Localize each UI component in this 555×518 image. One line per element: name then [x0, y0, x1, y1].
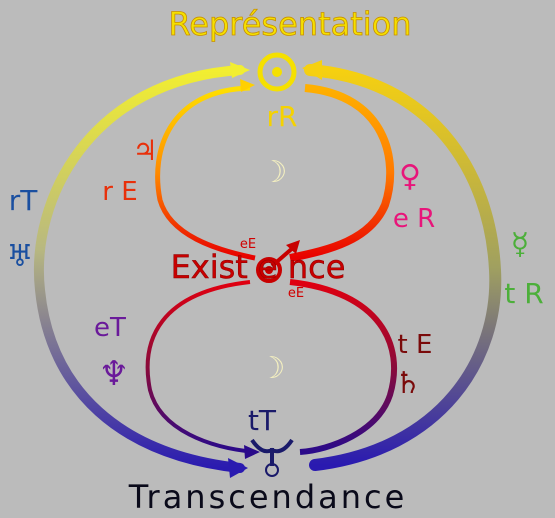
ee-bottom-label: eE — [288, 286, 304, 301]
label-rR: rR — [267, 100, 298, 133]
label-tT: tT — [248, 404, 277, 437]
uranus-icon: ♅ — [7, 239, 34, 274]
outer-left-arrowhead — [228, 458, 248, 478]
outer-right-arc — [304, 64, 502, 471]
label-eR: e R — [393, 204, 435, 234]
lower-arrowhead — [244, 445, 260, 459]
existence-dot — [265, 266, 273, 274]
label-rE: r E — [102, 177, 137, 207]
mercury-icon: ☿ — [511, 227, 529, 262]
ee-top-label: eE — [240, 237, 256, 252]
upper-left-arc — [155, 85, 256, 261]
sun-circle — [257, 52, 297, 92]
jupiter-icon: ♃ — [132, 134, 157, 167]
upper-arrowhead — [240, 79, 255, 92]
neptune-icon: ♆ — [99, 354, 129, 394]
neptune-base — [265, 463, 279, 477]
upper-right-arc — [289, 84, 395, 262]
label-tR: t R — [504, 277, 543, 310]
moon-top-icon: ☽ — [261, 155, 288, 190]
saturn-icon: ♄ — [395, 366, 422, 401]
label-rT: rT — [9, 184, 39, 217]
lower-left-arc — [145, 280, 256, 454]
moon-bottom-icon: ☽ — [259, 351, 286, 386]
outer-right-arrowhead — [302, 60, 322, 80]
label-eT: eT — [94, 313, 126, 343]
title-transcendance: Transcendance — [128, 478, 408, 516]
label-tE: t E — [398, 330, 433, 360]
venus-icon: ♀ — [399, 159, 421, 194]
outer-left-arc — [34, 65, 245, 473]
mars-arrowhead — [286, 240, 300, 254]
existence-label: Exist e nce — [171, 248, 346, 286]
outer-left-top-arrowhead — [230, 62, 250, 78]
existence-circle — [256, 257, 282, 283]
title-representation: Représentation — [168, 5, 411, 43]
sun-dot — [272, 67, 282, 77]
lower-right-arc — [289, 279, 397, 455]
